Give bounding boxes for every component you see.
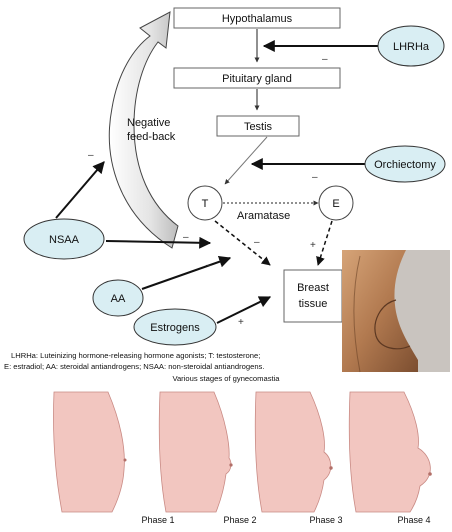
feedback-label-line1: Negative <box>127 117 170 129</box>
stage-figure-2 <box>159 392 232 512</box>
e-breast-plus-sign: + <box>310 240 316 251</box>
aa-label: AA <box>111 293 126 305</box>
pituitary-box: Pituitary gland <box>174 68 340 88</box>
t-to-breast-arrow <box>215 221 270 265</box>
feedback-label-line2: feed-back <box>127 131 176 143</box>
testis-label: Testis <box>244 121 273 133</box>
lhrha-label: LHRHa <box>393 41 430 53</box>
e-to-breast-arrow <box>318 221 332 265</box>
breast-label-line1: Breast <box>297 282 329 294</box>
nsaa-oval: NSAA <box>24 219 104 259</box>
stage-figure-4 <box>349 392 432 512</box>
stages-title: Various stages of gynecomastia <box>172 374 280 383</box>
t-label: T <box>202 198 209 210</box>
caption-line1: LHRHa: Luteinizing hormone-releasing hor… <box>11 351 260 360</box>
testosterone-node: T <box>188 186 222 220</box>
aramatase-label: Aramatase <box>237 210 290 222</box>
caption-line2: E: estradiol; AA: steroidal antiandrogen… <box>4 362 264 371</box>
nsaa-to-breast-arrow <box>106 241 210 243</box>
aa-to-breast-arrow <box>142 258 230 289</box>
testis-box: Testis <box>217 116 299 136</box>
nsaa-to-feedback-arrow <box>56 162 104 218</box>
nsaa-label: NSAA <box>49 234 80 246</box>
lhrha-oval: LHRHa <box>378 26 444 66</box>
stage-figure-3 <box>255 392 332 512</box>
orchiectomy-minus-sign: – <box>312 172 318 183</box>
e-label: E <box>332 198 339 210</box>
estradiol-node: E <box>319 186 353 220</box>
estrogens-oval: Estrogens <box>134 309 216 345</box>
testis-to-t-arrow <box>225 137 267 184</box>
aa-oval: AA <box>93 280 143 316</box>
orchiectomy-oval: Orchiectomy <box>365 146 445 182</box>
hypothalamus-label: Hypothalamus <box>222 13 293 25</box>
hypothalamus-box: Hypothalamus <box>174 8 340 28</box>
breast-tissue-box: Breast tissue <box>284 270 342 322</box>
phase-4-label: Phase 4 <box>397 515 430 525</box>
pituitary-label: Pituitary gland <box>222 73 292 85</box>
breast-label-line2: tissue <box>299 298 328 310</box>
phase-2-label: Phase 2 <box>223 515 256 525</box>
t-breast-minus-sign: – <box>254 237 260 248</box>
nsaa-feedback-minus-sign: – <box>88 150 94 161</box>
nsaa-breast-minus-sign: – <box>183 232 189 243</box>
lhrha-minus-sign: – <box>322 54 328 65</box>
aa-minus-sign: – <box>206 260 212 271</box>
stage-figure-1 <box>53 392 126 512</box>
phase-1-label: Phase 1 <box>141 515 174 525</box>
phase-3-label: Phase 3 <box>309 515 342 525</box>
estrogens-label: Estrogens <box>150 322 200 334</box>
patient-photo <box>342 250 450 372</box>
orchiectomy-label: Orchiectomy <box>374 159 436 171</box>
negative-feedback-arrow <box>109 12 178 248</box>
estrogens-plus-sign: + <box>238 317 244 328</box>
